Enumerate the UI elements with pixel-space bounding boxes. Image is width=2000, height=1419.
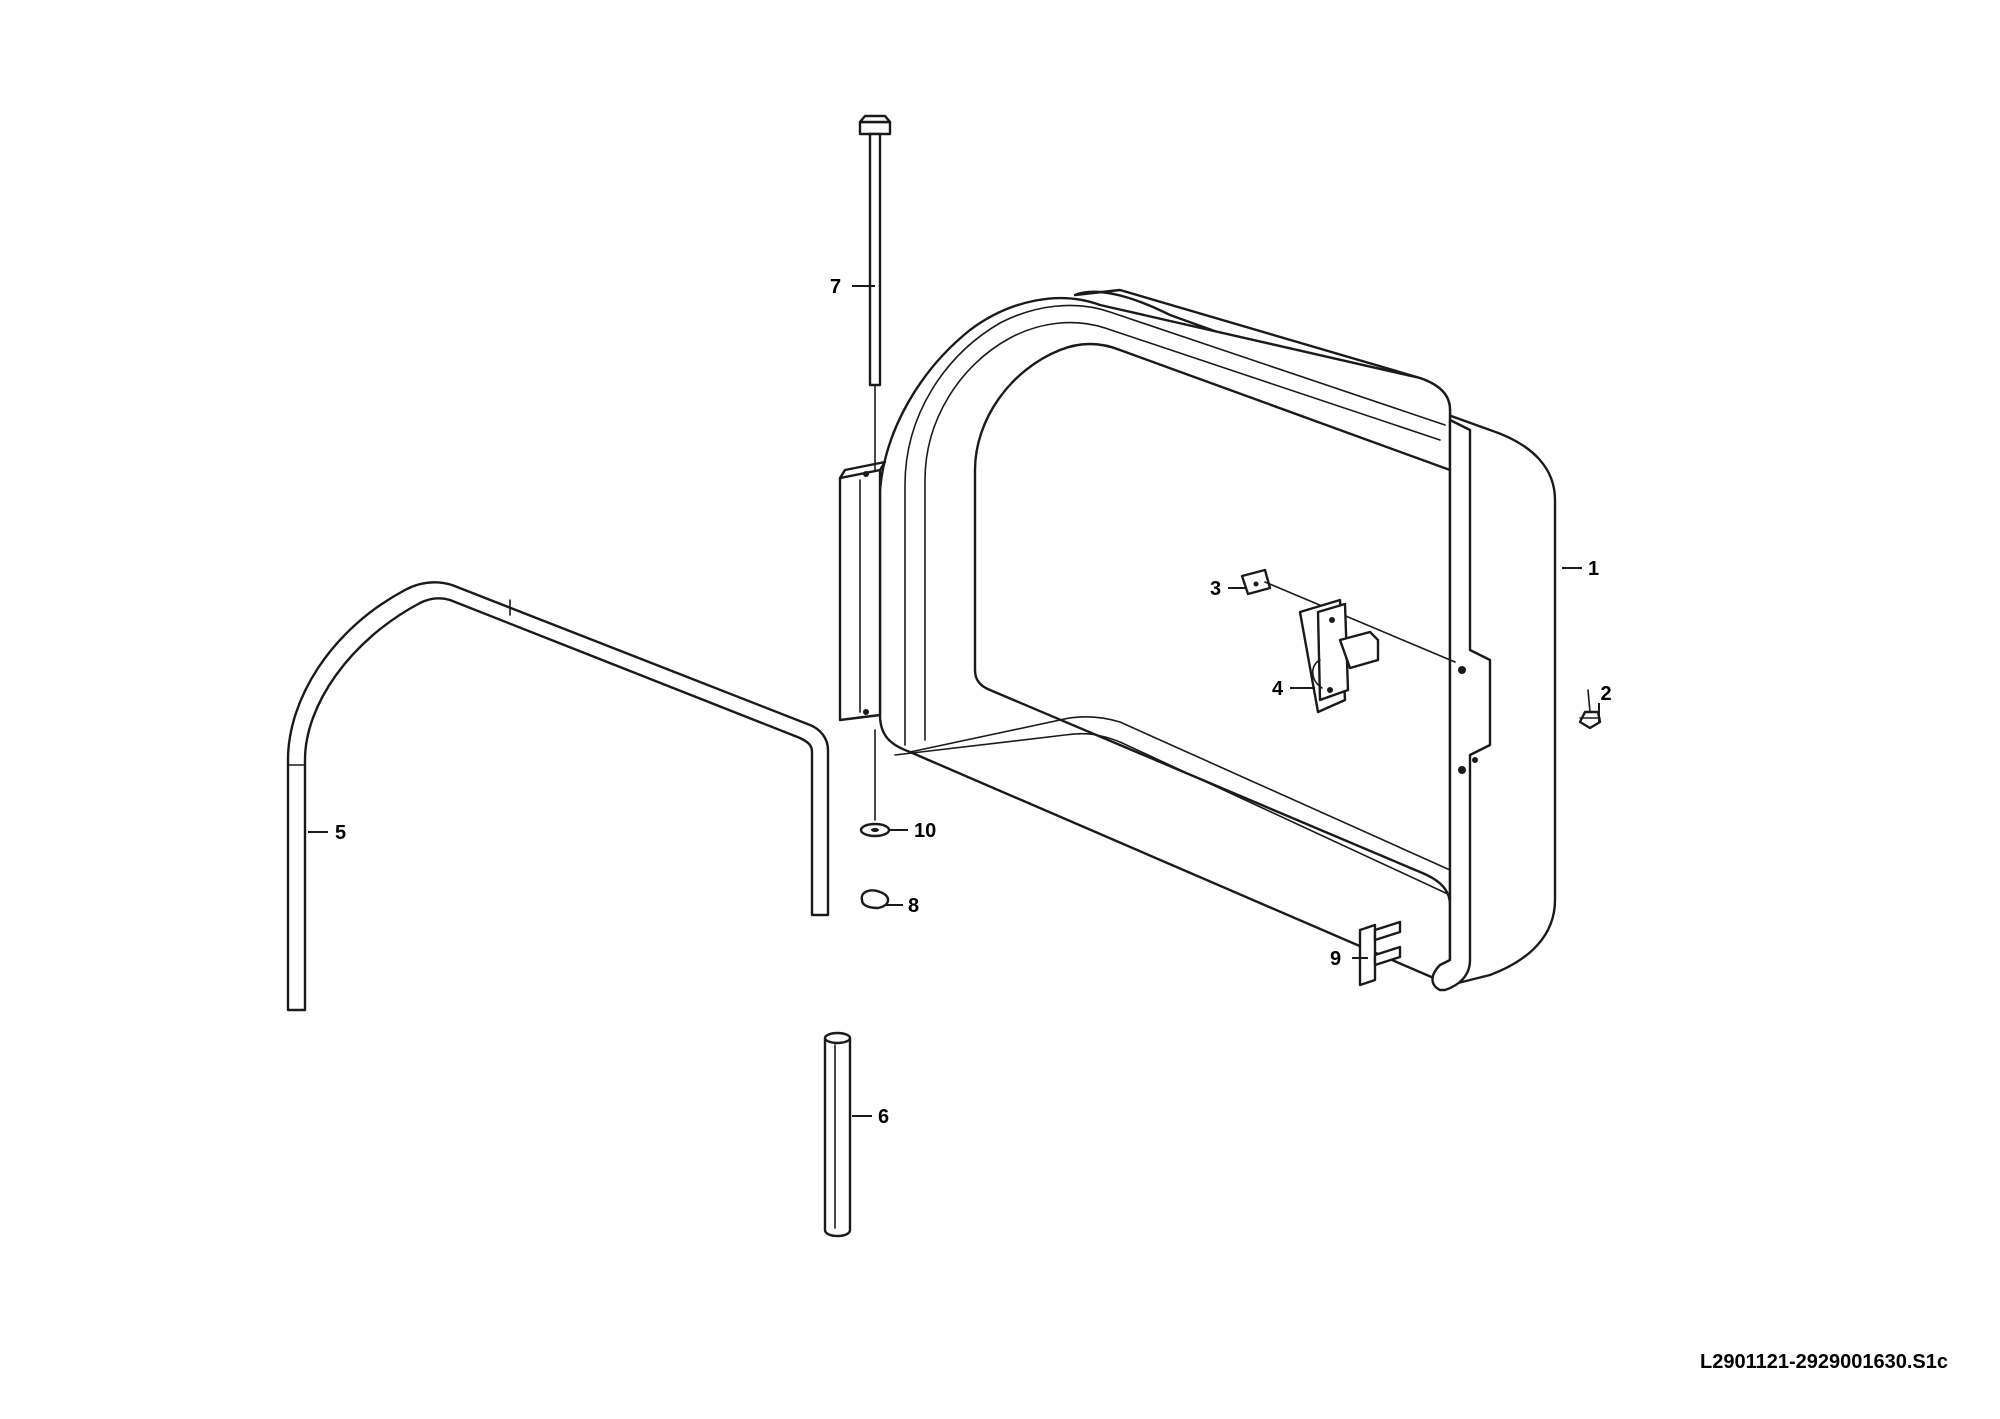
part-2-bolt [1578, 689, 1602, 730]
callout-2: 2 [1600, 683, 1611, 705]
callout-7: 7 [830, 276, 841, 298]
part-3-plate [1240, 568, 1456, 663]
callout-1: 1 [1588, 558, 1599, 580]
callout-5: 5 [335, 822, 346, 844]
drawing-code: L2901121-2929001630.S1c [1699, 1351, 1948, 1373]
callout-4: 4 [1272, 678, 1284, 700]
part-6-rod [823, 1031, 852, 1238]
callout-8: 8 [908, 895, 919, 917]
callout-10: 10 [914, 820, 936, 842]
callout-6: 6 [878, 1106, 889, 1128]
callout-9: 9 [1330, 948, 1341, 970]
part-7-long-bolt [858, 114, 892, 821]
part-10-washer [859, 822, 891, 838]
part-9-clip-bracket [1358, 920, 1402, 987]
callout-leaders [308, 285, 1600, 1117]
part-4-latch [1298, 598, 1380, 714]
part-5-bent-tube [286, 581, 830, 1012]
callout-3: 3 [1210, 578, 1221, 600]
part-8-clip [860, 889, 890, 910]
part-1-guard-housing [838, 288, 1557, 992]
